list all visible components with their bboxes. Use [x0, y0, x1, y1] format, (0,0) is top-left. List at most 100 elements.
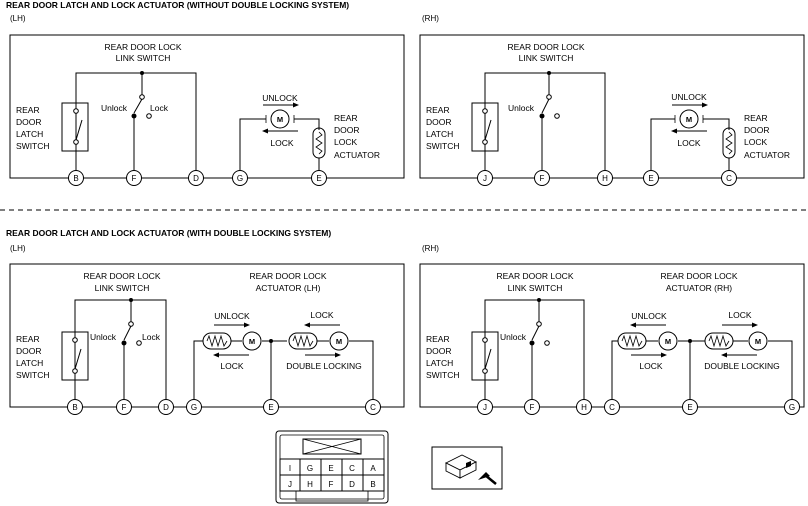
motor-icon: M: [277, 115, 283, 124]
svg-text:F: F: [122, 403, 127, 412]
motor-icon: M: [755, 337, 761, 346]
motor-icon: M: [686, 115, 692, 124]
actuator-rh-title: REAR DOOR LOCK: [661, 271, 738, 281]
side-label-bottom-lh: (LH): [10, 244, 26, 253]
unlock-position-label: Unlock: [101, 103, 128, 113]
svg-text:E: E: [648, 174, 653, 183]
motor-icon: M: [336, 337, 342, 346]
latch-switch-label: DOOR: [16, 117, 42, 127]
terminal-pins: J F H C E G: [477, 399, 800, 415]
double-locking-label: DOUBLE LOCKING: [286, 361, 362, 371]
side-label-bottom-rh: (RH): [422, 244, 439, 253]
latch-switch-box: [61, 102, 89, 152]
unlock-position-label: Unlock: [508, 103, 535, 113]
svg-text:H: H: [581, 403, 587, 412]
lock-direction-label: LOCK: [677, 138, 700, 148]
connector-pin: G: [307, 464, 313, 473]
connector-pin: J: [288, 480, 292, 489]
svg-text:D: D: [193, 174, 199, 183]
harness-side-view-icon: [431, 446, 503, 490]
actuator-label: LOCK: [744, 137, 767, 147]
connector-pin: E: [328, 464, 333, 473]
diagram-bottom-rh: REAR DOOR LOCK LINK SWITCH Unlock REAR D…: [426, 271, 800, 415]
diagram-top-lh: REAR DOOR LOCK LINK SWITCH Unlock Lock R…: [16, 42, 380, 186]
unlock-direction-label: UNLOCK: [214, 311, 250, 321]
svg-text:G: G: [789, 403, 795, 412]
lock-direction-label: LOCK: [639, 361, 662, 371]
side-label-top-lh: (LH): [10, 14, 26, 23]
actuator-rh-title: ACTUATOR (RH): [666, 283, 732, 293]
link-switch-title: REAR DOOR LOCK: [497, 271, 574, 281]
motor-icon: M: [665, 337, 671, 346]
latch-switch-label: SWITCH: [426, 370, 460, 380]
latch-switch-label: REAR: [426, 105, 450, 115]
unlock-direction-label: UNLOCK: [671, 92, 707, 102]
latch-switch-label: LATCH: [16, 358, 43, 368]
latch-switch-label: REAR: [16, 105, 40, 115]
actuator-lh-title: ACTUATOR (LH): [256, 283, 321, 293]
svg-text:C: C: [370, 403, 376, 412]
unlock-position-label: Unlock: [500, 332, 527, 342]
actuator-label: ACTUATOR: [744, 150, 790, 160]
svg-text:D: D: [163, 403, 169, 412]
header-without-double-locking: REAR DOOR LATCH AND LOCK ACTUATOR (WITHO…: [6, 0, 350, 10]
terminal-pins: B F D G E: [68, 170, 327, 186]
lock-position-label: Lock: [142, 332, 161, 342]
latch-switch-label: DOOR: [16, 346, 42, 356]
frame-top-lh: [9, 34, 405, 179]
latch-switch-label: SWITCH: [426, 141, 460, 151]
actuator-label: DOOR: [334, 125, 360, 135]
svg-text:B: B: [72, 403, 77, 412]
actuator-lh-title: REAR DOOR LOCK: [250, 271, 327, 281]
frame-bottom-lh: [9, 263, 405, 408]
actuator-label: ACTUATOR: [334, 150, 380, 160]
link-switch-title: REAR DOOR LOCK: [105, 42, 182, 52]
svg-text:F: F: [132, 174, 137, 183]
svg-text:B: B: [73, 174, 78, 183]
lock-position-label: Lock: [150, 103, 169, 113]
actuator-label: REAR: [744, 113, 768, 123]
connector-pin: H: [307, 480, 313, 489]
lock-direction-label: LOCK: [220, 361, 243, 371]
terminal-pins: B F D G E C: [67, 399, 381, 415]
svg-text:F: F: [540, 174, 545, 183]
svg-text:G: G: [191, 403, 197, 412]
actuator-label: DOOR: [744, 125, 770, 135]
lock-direction-label: LOCK: [310, 310, 333, 320]
diagram-top-rh: REAR DOOR LOCK LINK SWITCH Unlock REAR D…: [426, 42, 790, 186]
header-with-double-locking: REAR DOOR LATCH AND LOCK ACTUATOR (WITH …: [6, 228, 332, 238]
svg-text:F: F: [530, 403, 535, 412]
latch-switch-label: SWITCH: [16, 370, 50, 380]
svg-text:E: E: [687, 403, 692, 412]
latch-switch-label: REAR: [426, 334, 450, 344]
side-label-top-rh: (RH): [422, 14, 439, 23]
svg-text:C: C: [726, 174, 732, 183]
link-switch-title: LINK SWITCH: [508, 283, 563, 293]
unlock-direction-label: UNLOCK: [262, 93, 298, 103]
svg-text:G: G: [237, 174, 243, 183]
link-switch-title: LINK SWITCH: [95, 283, 150, 293]
connector-pin: A: [370, 464, 376, 473]
svg-text:C: C: [609, 403, 615, 412]
actuator-label: REAR: [334, 113, 358, 123]
latch-switch-label: DOOR: [426, 346, 452, 356]
link-switch-title: REAR DOOR LOCK: [84, 271, 161, 281]
unlock-position-label: Unlock: [90, 332, 117, 342]
diagram-bottom-lh: REAR DOOR LOCK LINK SWITCH Unlock Lock R…: [16, 271, 381, 415]
connector-pin: D: [349, 480, 355, 489]
link-switch-title: LINK SWITCH: [116, 53, 171, 63]
terminal-pins: J F H E C: [477, 170, 737, 186]
latch-switch-label: REAR: [16, 334, 40, 344]
svg-text:H: H: [602, 174, 608, 183]
latch-switch-label: LATCH: [426, 129, 453, 139]
connector-face-icon: I G E C A J H F D B: [275, 430, 389, 504]
latch-switch-label: LATCH: [426, 358, 453, 368]
link-switch-title: LINK SWITCH: [519, 53, 574, 63]
lock-direction-label: LOCK: [270, 138, 293, 148]
link-switch-title: REAR DOOR LOCK: [508, 42, 585, 52]
latch-switch-label: LATCH: [16, 129, 43, 139]
lock-direction-label: LOCK: [728, 310, 751, 320]
connector-pin: B: [370, 480, 375, 489]
connector-pin: F: [329, 480, 334, 489]
connector-pin: I: [289, 464, 291, 473]
